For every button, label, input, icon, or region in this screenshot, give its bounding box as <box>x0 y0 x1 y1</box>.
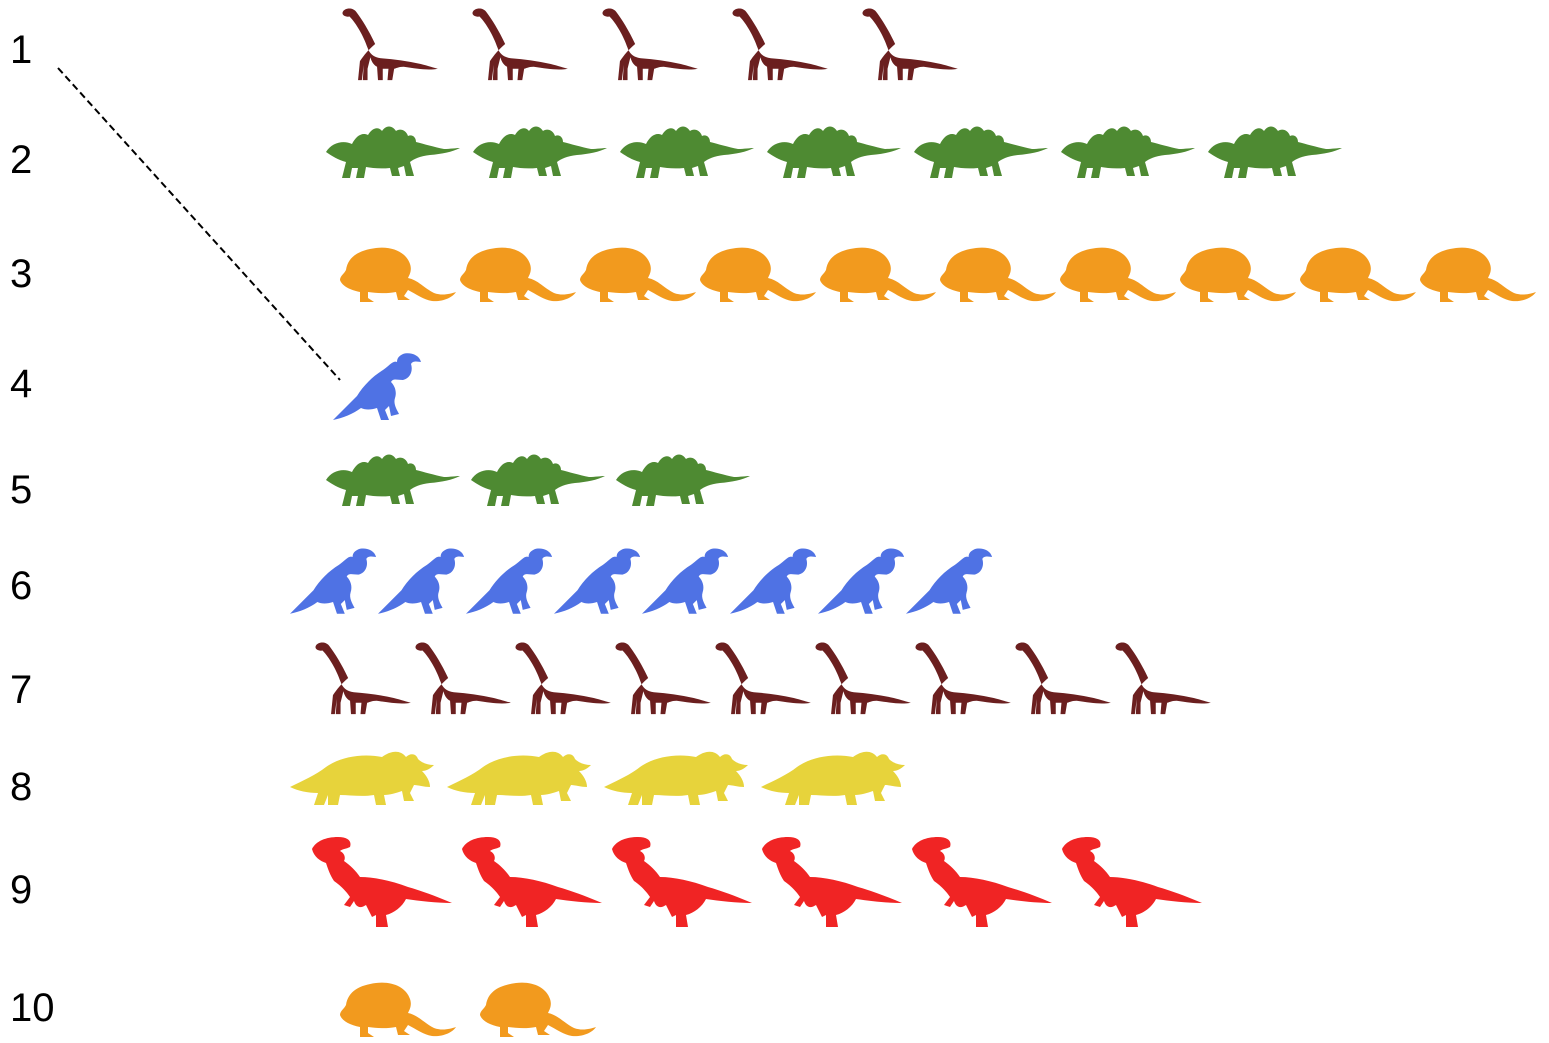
triceratops-icon <box>761 751 905 805</box>
stegosaurus-icon <box>767 126 901 178</box>
parasaurolophus-icon <box>466 548 553 614</box>
parasaurolophus-icon <box>554 548 641 614</box>
dimetrodon-icon <box>1300 247 1416 302</box>
parasaurolophus-icon <box>378 548 465 614</box>
brachiosaurus-icon <box>815 642 911 715</box>
stegosaurus-icon <box>326 126 460 178</box>
brachiosaurus-icon <box>415 642 511 715</box>
stegosaurus-icon <box>620 126 754 178</box>
stegosaurus-icon <box>914 126 1048 178</box>
brachiosaurus-icon <box>732 8 828 81</box>
trex-icon <box>1062 837 1202 927</box>
trex-icon <box>462 837 602 927</box>
row-number-3: 3 <box>10 252 33 296</box>
row-number-4: 4 <box>10 362 33 406</box>
dimetrodon-icon <box>700 247 816 302</box>
stegosaurus-icon <box>616 454 750 506</box>
brachiosaurus-icon <box>715 642 811 715</box>
stegosaurus-icon <box>473 126 607 178</box>
brachiosaurus-icon <box>342 8 438 81</box>
stegosaurus-icon <box>1061 126 1195 178</box>
parasaurolophus-icon <box>906 548 993 614</box>
row-number-5: 5 <box>10 468 33 512</box>
triceratops-icon <box>604 751 748 805</box>
stegosaurus-icon <box>326 454 460 506</box>
stegosaurus-icon <box>1208 126 1342 178</box>
triceratops-icon <box>447 751 591 805</box>
trex-icon <box>912 837 1052 927</box>
brachiosaurus-icon <box>1015 642 1111 715</box>
row-number-6: 6 <box>10 564 33 608</box>
dimetrodon-icon <box>460 247 576 302</box>
row-number-9: 9 <box>10 868 33 912</box>
brachiosaurus-icon <box>602 8 698 81</box>
row-number-2: 2 <box>10 138 33 182</box>
dimetrodon-icon <box>480 982 596 1037</box>
brachiosaurus-icon <box>915 642 1011 715</box>
brachiosaurus-icon <box>862 8 958 81</box>
dimetrodon-icon <box>580 247 696 302</box>
parasaurolophus-icon <box>642 548 729 614</box>
dimetrodon-icon <box>820 247 936 302</box>
dimetrodon-icon <box>940 247 1056 302</box>
brachiosaurus-icon <box>315 642 411 715</box>
parasaurolophus-icon <box>818 548 905 614</box>
trex-icon <box>312 837 452 927</box>
brachiosaurus-icon <box>472 8 568 81</box>
dimetrodon-icon <box>1180 247 1296 302</box>
stegosaurus-icon <box>471 454 605 506</box>
parasaurolophus-icon <box>290 548 377 614</box>
parasaurolophus-icon <box>333 353 421 420</box>
row-number-7: 7 <box>10 668 33 712</box>
trex-icon <box>612 837 752 927</box>
brachiosaurus-icon <box>515 642 611 715</box>
brachiosaurus-icon <box>1115 642 1211 715</box>
dimetrodon-icon <box>340 982 456 1037</box>
row-number-1: 1 <box>10 28 33 72</box>
row-number-8: 8 <box>10 765 33 809</box>
brachiosaurus-icon <box>615 642 711 715</box>
parasaurolophus-icon <box>730 548 817 614</box>
dimetrodon-icon <box>340 247 456 302</box>
triceratops-icon <box>290 751 434 805</box>
trex-icon <box>762 837 902 927</box>
dimetrodon-icon <box>1060 247 1176 302</box>
row-number-10: 10 <box>10 986 55 1030</box>
dimetrodon-icon <box>1420 247 1536 302</box>
